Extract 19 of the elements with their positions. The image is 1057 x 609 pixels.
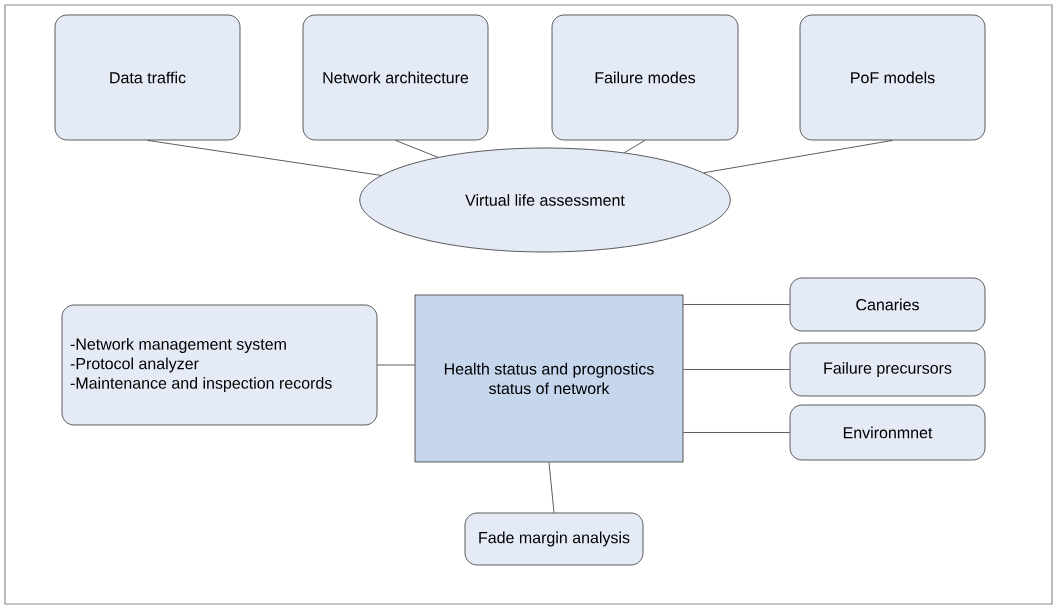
- connector-line: [624, 140, 646, 154]
- connector-line: [147, 140, 382, 176]
- rounded-box: Network architecture: [302, 14, 489, 141]
- connector-line: [395, 140, 439, 158]
- connector-line: [377, 364, 415, 366]
- connector-line: [683, 432, 790, 433]
- connector-line: [683, 304, 790, 305]
- rounded-box: Failure precursors: [789, 342, 986, 397]
- rounded-box: Canaries: [789, 277, 986, 332]
- rounded-box: PoF models: [799, 14, 986, 141]
- connector-line: [548, 462, 555, 513]
- connector-line: [683, 369, 790, 370]
- list-box: -Network management system -Protocol analyzer -Maintenance and inspection records: [61, 304, 378, 426]
- rounded-box: Environmnet: [789, 404, 986, 461]
- rounded-box: Failure modes: [551, 14, 739, 141]
- rounded-box: Data traffic: [54, 14, 241, 141]
- connector-line: [703, 140, 893, 174]
- rounded-box: Fade margin analysis: [464, 512, 644, 566]
- status-box: Health status and prognostics status of network: [414, 294, 684, 463]
